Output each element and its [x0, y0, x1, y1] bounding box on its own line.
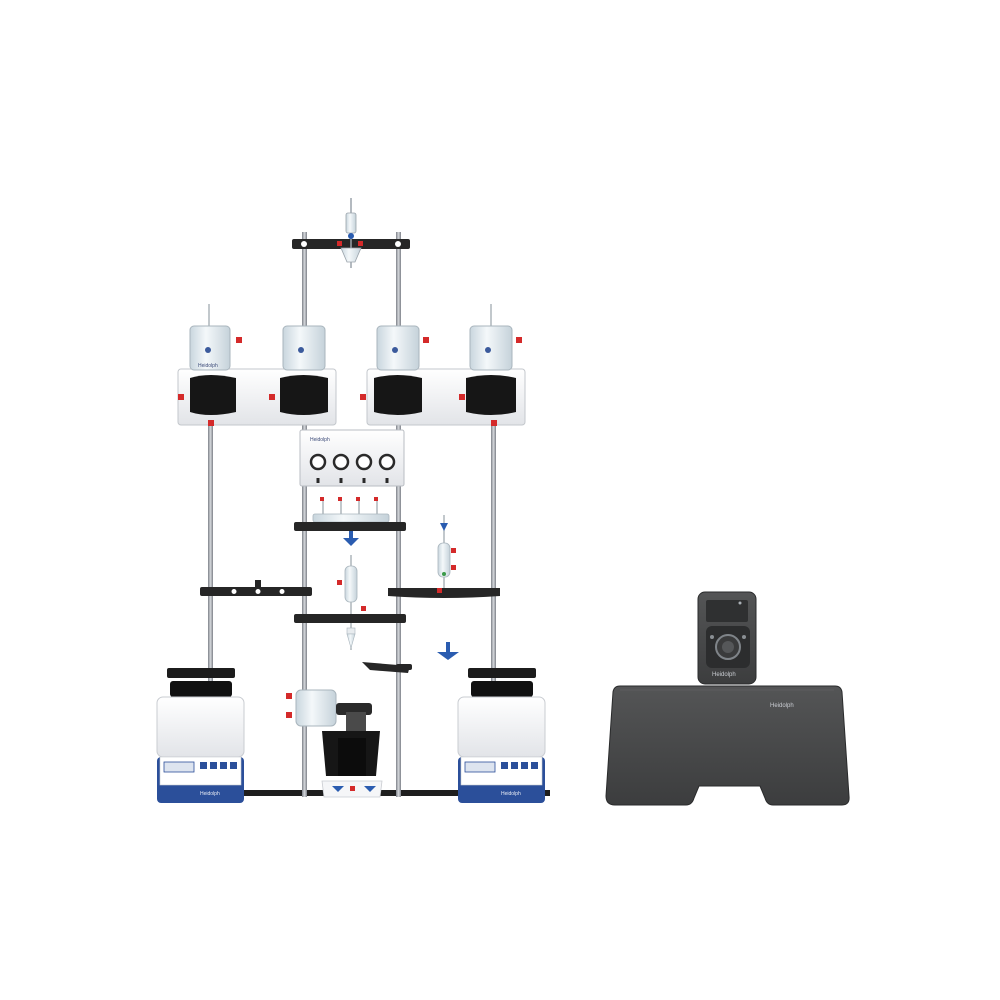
- controller-brand-label: Heidolph: [712, 672, 736, 678]
- red-clip-icon: [286, 712, 292, 718]
- stirrer-button: [230, 762, 237, 769]
- red-clip-icon: [459, 394, 465, 400]
- stopcock-valve-icon: [440, 523, 448, 531]
- control-panel-center: Heidolph: [299, 429, 405, 487]
- stirrer-brand-label: Heidolph: [200, 791, 220, 797]
- red-clip-icon: [356, 497, 360, 501]
- knob-icon: [332, 453, 350, 471]
- red-clip-icon: [423, 337, 429, 343]
- dropping-funnel-right: [437, 515, 456, 590]
- red-clip-icon: [337, 580, 342, 585]
- red-clip-icon: [236, 337, 242, 343]
- knob-icon: [378, 453, 396, 471]
- rod-right-outer: [491, 425, 496, 725]
- right-arm-bar: [388, 588, 500, 598]
- brand-label: Heidolph: [198, 363, 218, 369]
- stirrer-right: Heidolph: [457, 668, 546, 803]
- stirrer-display: [464, 761, 496, 773]
- stopcock-valve-icon: [343, 538, 359, 546]
- stirrer-plate: [167, 668, 235, 678]
- stirrer-button: [200, 762, 207, 769]
- stopcock-valve-icon: [332, 786, 344, 792]
- stirrer-button: [501, 762, 508, 769]
- drive-unit-left: Heidolph: [177, 304, 337, 426]
- glass-vessel-icon: [189, 304, 242, 371]
- stirrer-button: [511, 762, 518, 769]
- rod-left-outer: [208, 425, 213, 725]
- stirrer-plate: [468, 668, 536, 678]
- red-clip-icon: [338, 497, 342, 501]
- red-clip-icon: [516, 337, 522, 343]
- knob-icon: [309, 453, 327, 471]
- red-clip-icon: [361, 606, 366, 611]
- glass-vessel-icon: [286, 689, 337, 727]
- stirrer-button: [210, 762, 217, 769]
- drive-unit-right: [360, 304, 526, 426]
- manifold-shelf: [294, 497, 406, 546]
- red-clip-icon: [269, 394, 275, 400]
- stirrer-left: Heidolph: [156, 668, 245, 803]
- red-clip-icon: [491, 420, 497, 426]
- right-arm-clamp: [388, 588, 500, 598]
- glass-vessel-icon: [469, 304, 522, 371]
- left-arm-clamp: [200, 580, 312, 596]
- red-clip-icon: [286, 693, 292, 699]
- red-clip-icon: [350, 786, 355, 791]
- lower-shelf-bar: [294, 614, 406, 623]
- red-clip-icon: [208, 420, 214, 426]
- rod-center-left: [302, 232, 307, 797]
- control-panel-housing: [299, 429, 405, 487]
- glass-vessel-icon: [376, 325, 429, 371]
- stopcock-valve-icon: [348, 233, 354, 239]
- red-clip-icon: [178, 394, 184, 400]
- red-clip-icon: [451, 565, 456, 570]
- red-clip-icon: [360, 394, 366, 400]
- red-clip-icon: [358, 241, 363, 246]
- stirrer-button: [521, 762, 528, 769]
- panel-brand-label: Heidolph: [310, 437, 330, 443]
- red-clip-icon: [451, 548, 456, 553]
- knob-icon: [355, 453, 373, 471]
- shelf-bar: [294, 522, 406, 531]
- dropping-funnel-center: [294, 555, 406, 650]
- red-clip-icon: [337, 241, 342, 246]
- foot-pedal[interactable]: [605, 685, 850, 806]
- stirrer-brand-label: Heidolph: [501, 791, 521, 797]
- glass-vessel-icon: [282, 325, 326, 371]
- red-clip-icon: [437, 588, 442, 593]
- stirrer-body: [156, 696, 245, 758]
- controller-and-pedal: Heidolph Heidolph: [605, 591, 850, 806]
- support-rods: [208, 232, 496, 797]
- top-dropping-funnel: [337, 198, 363, 268]
- pedal-brand-label: Heidolph: [770, 703, 794, 709]
- red-clip-icon: [320, 497, 324, 501]
- stirrer-body: [457, 696, 546, 758]
- stirrer-display: [163, 761, 195, 773]
- clamp-fragment: [362, 662, 412, 673]
- rod-center-right: [396, 232, 401, 797]
- controller-display: [706, 600, 748, 622]
- stirrer-button: [531, 762, 538, 769]
- stopcock-valve-icon: [364, 786, 376, 792]
- stirrer-button: [220, 762, 227, 769]
- stopcock-valve-icon: [437, 642, 459, 660]
- top-crossbar-assembly: [292, 198, 410, 268]
- red-clip-icon: [374, 497, 378, 501]
- center-beaker-assembly: [286, 689, 383, 798]
